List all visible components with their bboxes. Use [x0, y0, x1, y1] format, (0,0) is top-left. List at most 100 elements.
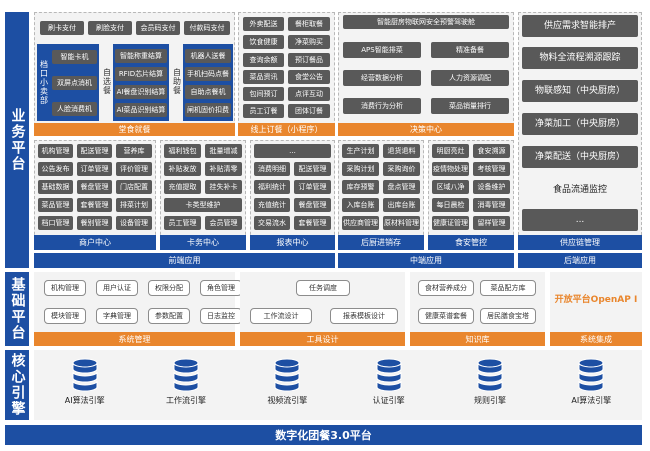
foundation-platform-text: 基础平台: [9, 277, 26, 341]
card-chip: 会员管理: [205, 216, 242, 230]
knowledge-bar: 知识库: [410, 332, 545, 346]
zizhu-chip: 机器人送餐: [185, 49, 231, 63]
dangkou-chip: 人脸消费机: [52, 102, 97, 116]
safety-chip: 明厨亮灶: [432, 144, 469, 158]
engine-item: 视频流引擎: [237, 358, 338, 418]
online-chip: 菜品资讯: [243, 70, 284, 84]
merchant-chip: 菜品管理: [38, 198, 73, 212]
supply-chip: 供应需求智能排产: [522, 15, 638, 37]
decision-chip: 智能厨房物联网安全预警驾驶舱: [343, 15, 509, 29]
safety-chip: 每日晨检: [432, 198, 469, 212]
dangkou-chip: 智能卡机: [52, 50, 97, 64]
online-chip: 员工订餐: [243, 104, 284, 118]
openapi-label: 开放平台OpenAP I: [554, 294, 638, 305]
report-chip: 配送管理: [294, 162, 331, 176]
tools-bar: 工具设计: [240, 332, 405, 346]
core-panel: [34, 350, 642, 420]
card-chip: 批量增减: [205, 144, 242, 158]
supply-chip: 净菜加工（中央厨房）: [522, 113, 638, 135]
safety-bar: 食安管控: [428, 235, 514, 250]
zizhu-label: 自助餐: [172, 67, 182, 95]
database-icon: [376, 358, 402, 392]
system-chip: 用户认证: [96, 280, 138, 296]
online-chips: 外卖配送 餐柜取餐 饮食健康 净菜购买 查询余额 预订餐品 菜品资讯 食堂公告 …: [241, 15, 333, 121]
merchant-chip: 基础数据: [38, 180, 73, 194]
online-chip: 餐柜取餐: [288, 17, 330, 31]
safety-chip: 考核管理: [473, 162, 510, 176]
pay-chip: 刷脸支付: [88, 21, 132, 35]
engine-label: 工作流引擎: [165, 396, 206, 405]
report-chips: ... 消费明细 配送管理 福利统计 订单管理 充值统计 餐盘管理 交易流水 套…: [252, 142, 333, 234]
online-chip: 预订餐品: [288, 53, 330, 67]
decision-bar: 决策中心: [338, 123, 514, 136]
knowledge-chip: 食材营养成分: [418, 280, 474, 296]
card-chip: 挂失补卡: [205, 180, 242, 194]
core-engine-label: 核心引擎: [5, 350, 29, 420]
engine-item: 认证引擎: [338, 358, 439, 418]
merchant-panel: [34, 140, 156, 250]
merchant-chip: 排菜计划: [116, 198, 152, 212]
tools-chip: 报表模板设计: [330, 308, 398, 324]
decision-chip: 消费行为分析: [343, 98, 421, 114]
knowledge-chip: 居民膳食宝塔: [480, 308, 536, 324]
card-chip: 充值提取: [164, 180, 201, 194]
card-chip: 补贴清零: [205, 162, 242, 176]
decision-chip: APS智能排菜: [343, 42, 421, 58]
safety-chip: 留样管理: [473, 216, 510, 230]
safety-chip: 设备维护: [473, 180, 510, 194]
database-icon: [477, 358, 503, 392]
report-chip: 餐盘管理: [294, 198, 331, 212]
merchant-chip: 配送管理: [77, 144, 112, 158]
report-chip: 套餐管理: [294, 216, 331, 230]
system-chip: 日志监控: [200, 308, 242, 324]
canteen-pay-chips: 刷卡支付 刷脸支付 会员码支付 付款码支付: [38, 18, 232, 38]
integration-bar: 系统集成: [550, 332, 642, 346]
safety-chip: 健康证管理: [432, 216, 469, 230]
engine-label: 认证引擎: [372, 396, 405, 405]
system-chip: 参数配置: [148, 308, 190, 324]
report-chip: 消费明细: [254, 162, 290, 176]
report-chip: 福利统计: [254, 180, 290, 194]
pay-chip: 刷卡支付: [40, 21, 84, 35]
dangkou-chip: 双屏点消机: [52, 76, 97, 90]
report-chip: ...: [254, 144, 331, 158]
engine-item: AI算法引擎: [34, 358, 135, 418]
system-chip: 权限分配: [148, 280, 190, 296]
online-chip: 包间预订: [243, 87, 284, 101]
tools-chip: 工作流设计: [250, 308, 312, 324]
merchant-chip: 套餐管理: [77, 198, 112, 212]
supply-chip: ...: [522, 209, 638, 231]
backend-chip: 出库台账: [383, 198, 420, 212]
system-chip: 字典管理: [96, 308, 138, 324]
database-icon: [72, 358, 98, 392]
tier-middle: 中端应用: [338, 253, 514, 268]
safety-chips: 明厨亮灶 食安溯源 疫情物处理 考核管理 区域八净 设备维护 每日晨检 消毒管理…: [430, 142, 512, 234]
tools-chip: 任务调度: [296, 280, 350, 296]
merchant-chip: 档口管理: [38, 216, 73, 230]
core-engine-text: 核心引擎: [9, 353, 26, 417]
pay-chip: 付款码支付: [184, 21, 230, 35]
card-bar: 卡务中心: [160, 235, 246, 250]
online-chip: 点评互动: [288, 87, 330, 101]
safety-panel: [428, 140, 514, 250]
backend-chip: 原材料管理: [383, 216, 420, 230]
backend-chip: 供应商管理: [342, 216, 379, 230]
merchant-chip: 门店配置: [116, 180, 152, 194]
supply-chip: 净菜配送（中央厨房）: [522, 146, 638, 168]
backend-chip: 生产计划: [342, 144, 379, 158]
safety-chip: 食安溯源: [473, 144, 510, 158]
system-chip: 角色管理: [200, 280, 242, 296]
decision-chip: 人力资源调配: [431, 70, 509, 86]
online-chip: 食堂公告: [288, 70, 330, 84]
backend-bar: 后厨进销存: [338, 235, 424, 250]
system-bar: 系统管理: [34, 332, 235, 346]
database-icon: [173, 358, 199, 392]
merchant-chip: 餐别管理: [77, 216, 112, 230]
merchant-bar: 商户中心: [34, 235, 156, 250]
zixuan-label: 自选餐: [102, 67, 112, 95]
engine-label: 视频流引擎: [267, 396, 308, 405]
supply-chip: 食品流通监控: [522, 179, 638, 201]
online-bar: 线上订餐（小程序）: [238, 123, 335, 136]
database-icon: [578, 358, 604, 392]
